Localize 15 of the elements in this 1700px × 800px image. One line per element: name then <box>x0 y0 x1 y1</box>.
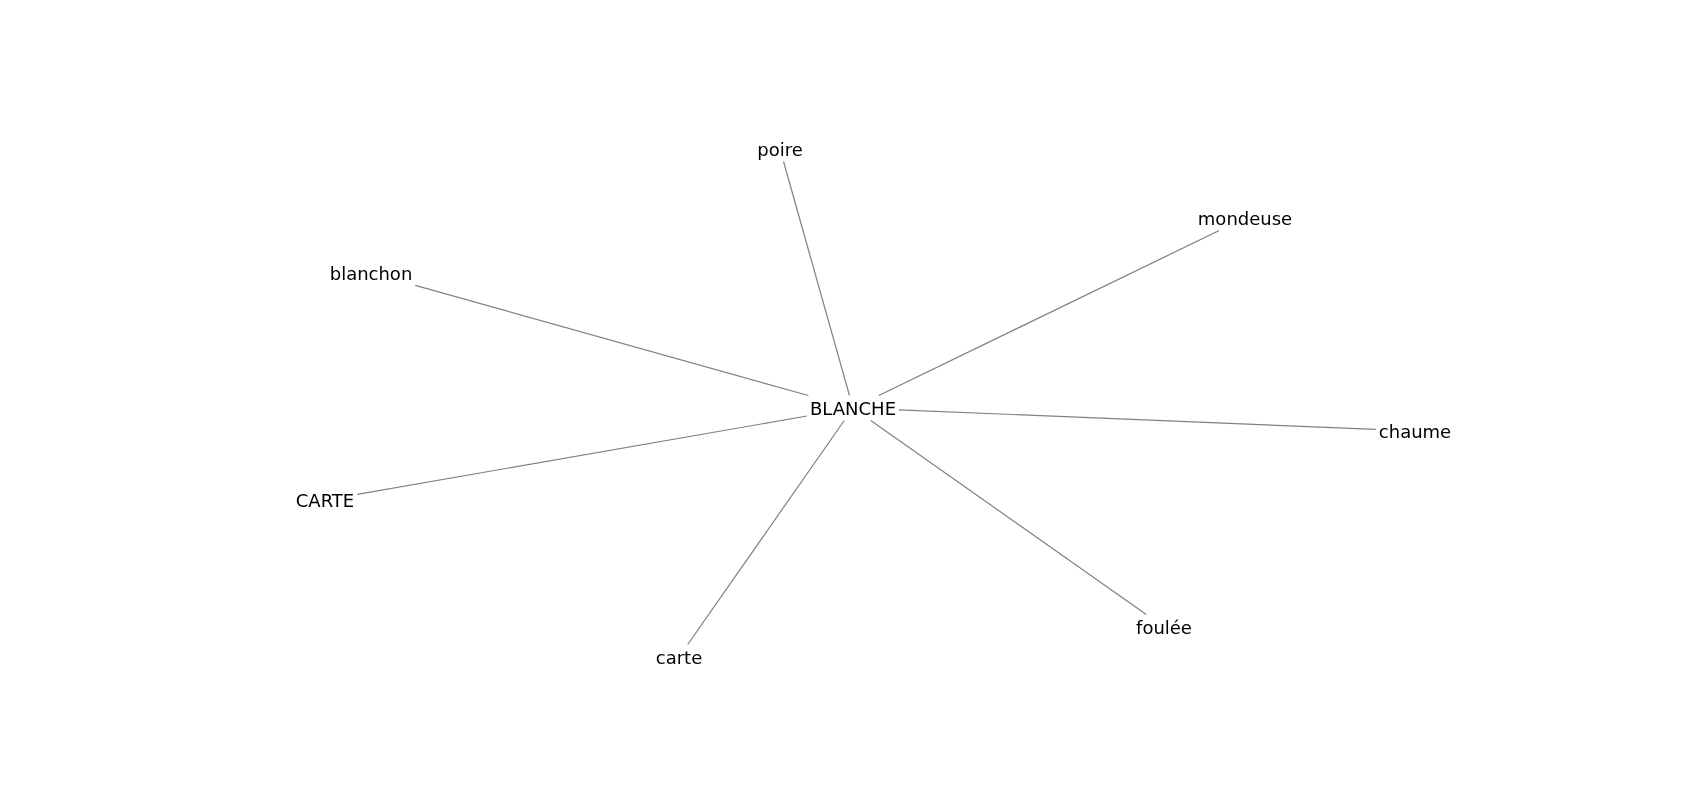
connector-line <box>356 415 808 495</box>
node-label: foulée <box>1133 614 1195 640</box>
connector-line <box>870 419 1147 616</box>
node-label: chaume <box>1375 418 1455 444</box>
node-label: mondeuse <box>1194 205 1296 231</box>
connector-line <box>414 284 809 397</box>
node-label: BLANCHE <box>807 395 899 421</box>
node-label: carte <box>652 644 706 670</box>
node-label: poire <box>754 136 806 162</box>
connector-line <box>878 229 1220 397</box>
node-label: blanchon <box>326 260 416 286</box>
connector-line <box>782 160 851 397</box>
connector-line <box>687 419 845 646</box>
connector-line <box>898 409 1377 430</box>
node-label: CARTE <box>292 487 358 513</box>
